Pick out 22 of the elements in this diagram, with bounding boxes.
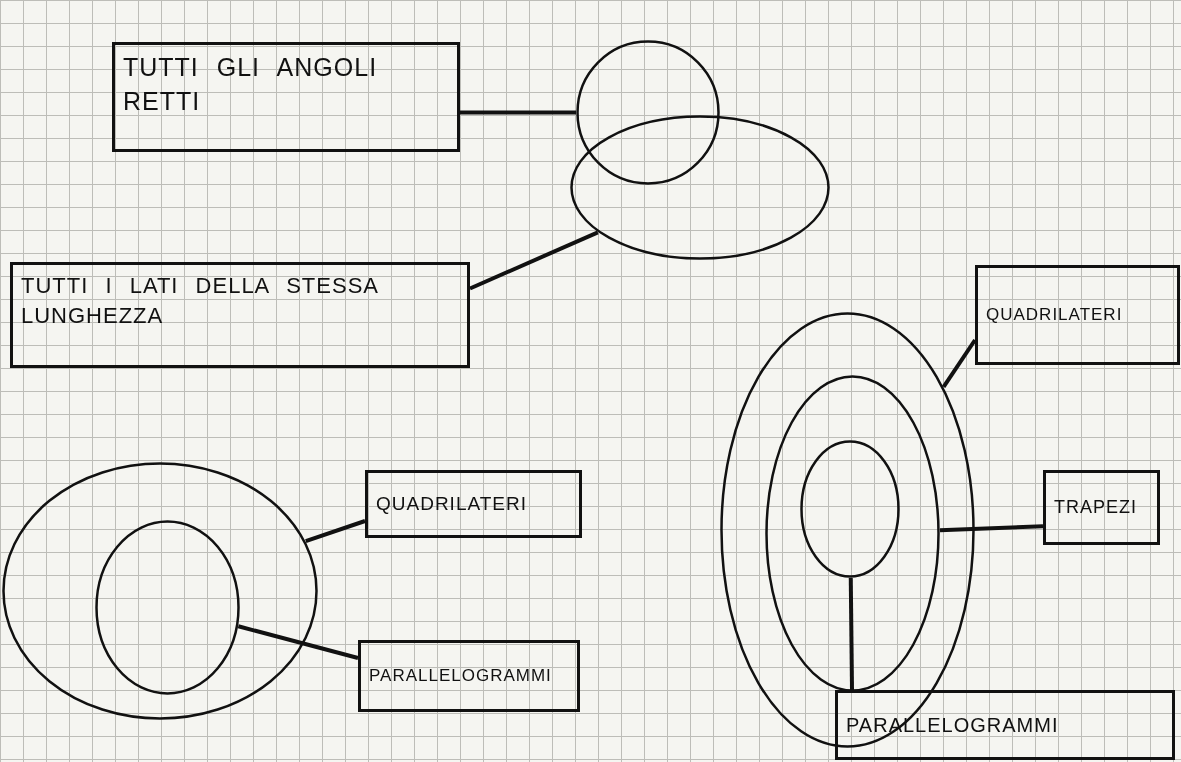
box-label: TUTTI GLI ANGOLI RETTI: [123, 52, 379, 117]
box-label: QUADRILATERI: [376, 492, 527, 517]
label-box: [112, 42, 460, 152]
label-box: [365, 470, 582, 538]
label-box: [975, 265, 1180, 365]
ellipse: [765, 375, 940, 692]
box-label: TUTTI I LATI DELLA STESSA LUNGHEZZA: [21, 272, 379, 330]
label-box: [10, 262, 470, 368]
ellipse: [800, 440, 900, 578]
ellipse: [570, 115, 830, 260]
connector-line: [848, 577, 854, 691]
ellipse: [576, 40, 720, 185]
ellipse: [2, 462, 318, 720]
ellipse: [95, 520, 240, 695]
label-box: [358, 640, 580, 712]
box-label: TRAPEZI: [1054, 496, 1137, 520]
connector-line: [237, 624, 359, 660]
connector-line: [460, 110, 576, 115]
box-label: PARALLELOGRAMMI: [369, 664, 552, 687]
box-label: QUADRILATERI: [986, 303, 1123, 326]
connector-line: [939, 524, 1044, 533]
label-box: [1043, 470, 1160, 545]
